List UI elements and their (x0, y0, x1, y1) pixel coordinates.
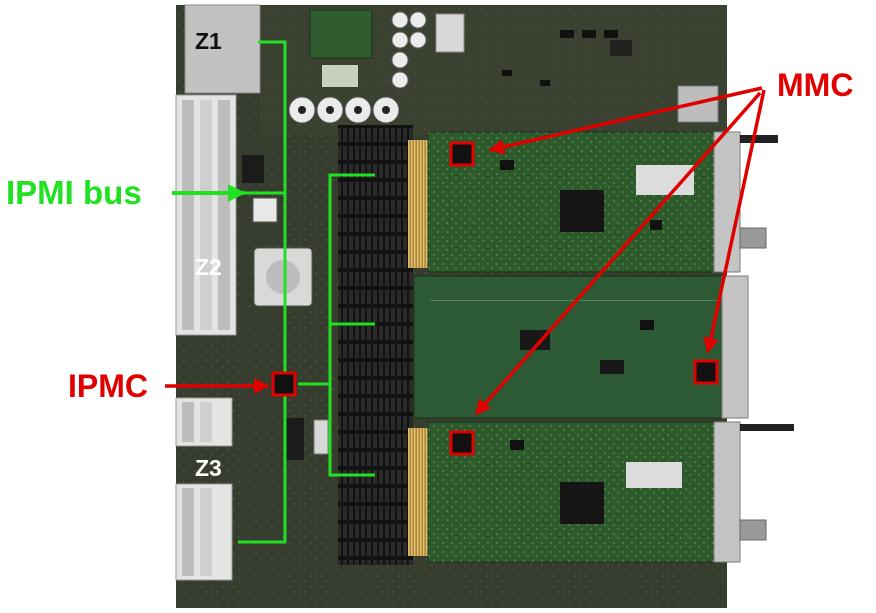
header-pins-lower (286, 418, 304, 460)
amc-module-top (427, 131, 715, 273)
zone3-lower-connector (175, 483, 233, 581)
front-panel-connector-top (739, 227, 767, 249)
zone3-label: Z3 (195, 455, 222, 481)
mmc-marker-top (449, 141, 475, 167)
small-chips-top (502, 30, 632, 86)
mmc-label: MMC (777, 67, 854, 103)
power-module-label (322, 65, 358, 87)
mmc-marker-middle (693, 359, 719, 385)
switch-block (313, 419, 329, 455)
header-pins (242, 155, 264, 183)
front-panel-middle (721, 275, 749, 419)
front-panel-bottom (713, 421, 741, 563)
ipmc-label: IPMC (68, 368, 148, 404)
mmc-marker-bottom (449, 430, 475, 456)
amc-module-bottom (427, 421, 715, 563)
amc-module-middle (413, 275, 730, 419)
zone1-connector (184, 4, 261, 94)
handle-top (740, 135, 778, 143)
ipmc-chip (252, 197, 278, 223)
zone1-label: Z1 (195, 28, 222, 54)
ipmi-bus-lines (238, 40, 375, 544)
power-module (309, 9, 373, 59)
processor-logo (266, 260, 300, 294)
capacitors-top (391, 11, 427, 89)
ipmi-bus-label: IPMI bus (6, 174, 142, 211)
front-panel-connector-bottom (739, 519, 767, 541)
zone3-upper-connector (175, 397, 233, 447)
front-panel-top (713, 131, 741, 273)
ipmc-marker (271, 371, 297, 397)
handle-bottom (740, 424, 794, 431)
zone2-label: Z2 (195, 254, 222, 280)
dcdc-converter (435, 13, 465, 53)
capacitors-row (288, 96, 400, 124)
amc-slot-connectors (338, 125, 413, 565)
zone2-connector (175, 94, 237, 336)
annotation-arrows-red (165, 86, 766, 416)
